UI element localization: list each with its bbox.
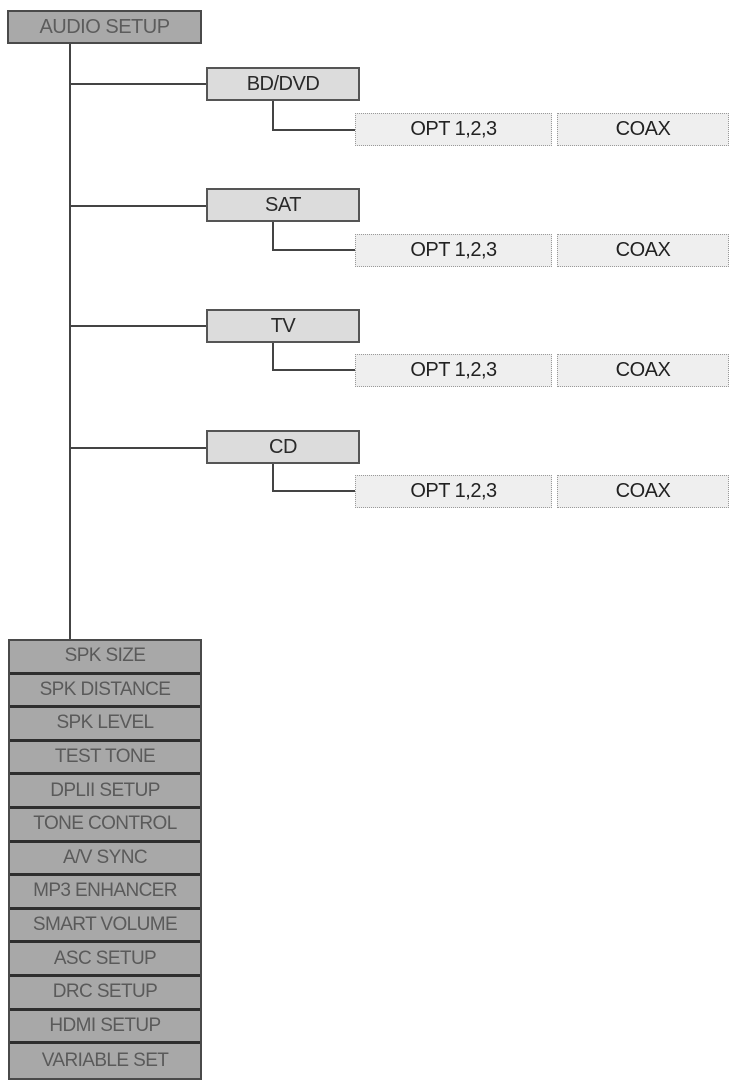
option-opt-sat[interactable]: OPT 1,2,3 <box>355 234 552 267</box>
option-opt-bd-dvd[interactable]: OPT 1,2,3 <box>355 113 552 146</box>
menu-item-tone-control[interactable]: TONE CONTROL <box>10 809 200 843</box>
sub-connector-tv-vertical <box>272 343 274 371</box>
sub-connector-tv-horizontal <box>272 369 355 371</box>
branch-connector-tv <box>70 325 206 327</box>
source-node-bd-dvd[interactable]: BD/DVD <box>206 67 360 101</box>
menu-item-hdmi-setup[interactable]: HDMI SETUP <box>10 1011 200 1045</box>
option-label: COAX <box>615 239 671 261</box>
menu-item-variable-set[interactable]: VARIABLE SET <box>41 1049 169 1071</box>
option-label: OPT 1,2,3 <box>410 239 497 261</box>
source-node-cd[interactable]: CD <box>206 430 360 464</box>
option-label: OPT 1,2,3 <box>410 359 497 381</box>
menu-item-smart-volume[interactable]: SMART VOLUME <box>10 910 200 944</box>
source-label: BD/DVD <box>246 72 320 95</box>
source-label: CD <box>269 435 297 458</box>
option-opt-tv[interactable]: OPT 1,2,3 <box>355 354 552 387</box>
option-label: OPT 1,2,3 <box>410 118 497 140</box>
option-label: COAX <box>615 118 671 140</box>
source-label: SAT <box>265 193 301 216</box>
sub-connector-cd-horizontal <box>272 490 355 492</box>
option-opt-cd[interactable]: OPT 1,2,3 <box>355 475 552 508</box>
source-label: TV <box>270 314 296 337</box>
menu-item-test-tone[interactable]: TEST TONE <box>10 742 200 776</box>
menu-item-spk-size[interactable]: SPK SIZE <box>10 641 200 675</box>
sub-connector-cd-vertical <box>272 464 274 492</box>
sub-connector-bd-dvd-horizontal <box>272 129 355 131</box>
menu-item-av-sync[interactable]: A/V SYNC <box>10 843 200 877</box>
option-coax-sat[interactable]: COAX <box>557 234 729 267</box>
sub-connector-bd-dvd-vertical <box>272 101 274 131</box>
menu-item-spk-level[interactable]: SPK LEVEL <box>10 708 200 742</box>
option-coax-cd[interactable]: COAX <box>557 475 729 508</box>
option-label: COAX <box>615 480 671 502</box>
branch-connector-bd-dvd <box>70 83 206 85</box>
option-coax-tv[interactable]: COAX <box>557 354 729 387</box>
branch-connector-cd <box>70 447 206 449</box>
audio-setup-label: AUDIO SETUP <box>39 15 170 38</box>
option-label: OPT 1,2,3 <box>410 480 497 502</box>
menu-item-drc-setup[interactable]: DRC SETUP <box>10 977 200 1011</box>
menu-item-mp3-enhancer[interactable]: MP3 ENHANCER <box>10 876 200 910</box>
source-node-sat[interactable]: SAT <box>206 188 360 222</box>
audio-setup-menu-list: SPK SIZE SPK DISTANCE SPK LEVEL TEST TON… <box>8 639 202 1080</box>
sub-connector-sat-horizontal <box>272 249 355 251</box>
option-label: COAX <box>615 359 671 381</box>
menu-item-asc-setup[interactable]: ASC SETUP <box>10 943 200 977</box>
source-node-tv[interactable]: TV <box>206 309 360 343</box>
branch-connector-sat <box>70 205 206 207</box>
tree-trunk-connector <box>69 44 71 640</box>
option-coax-bd-dvd[interactable]: COAX <box>557 113 729 146</box>
menu-item-spk-distance[interactable]: SPK DISTANCE <box>10 675 200 709</box>
sub-connector-sat-vertical <box>272 222 274 251</box>
menu-item-dplii-setup[interactable]: DPLII SETUP <box>10 775 200 809</box>
audio-setup-node[interactable]: AUDIO SETUP <box>7 10 202 44</box>
